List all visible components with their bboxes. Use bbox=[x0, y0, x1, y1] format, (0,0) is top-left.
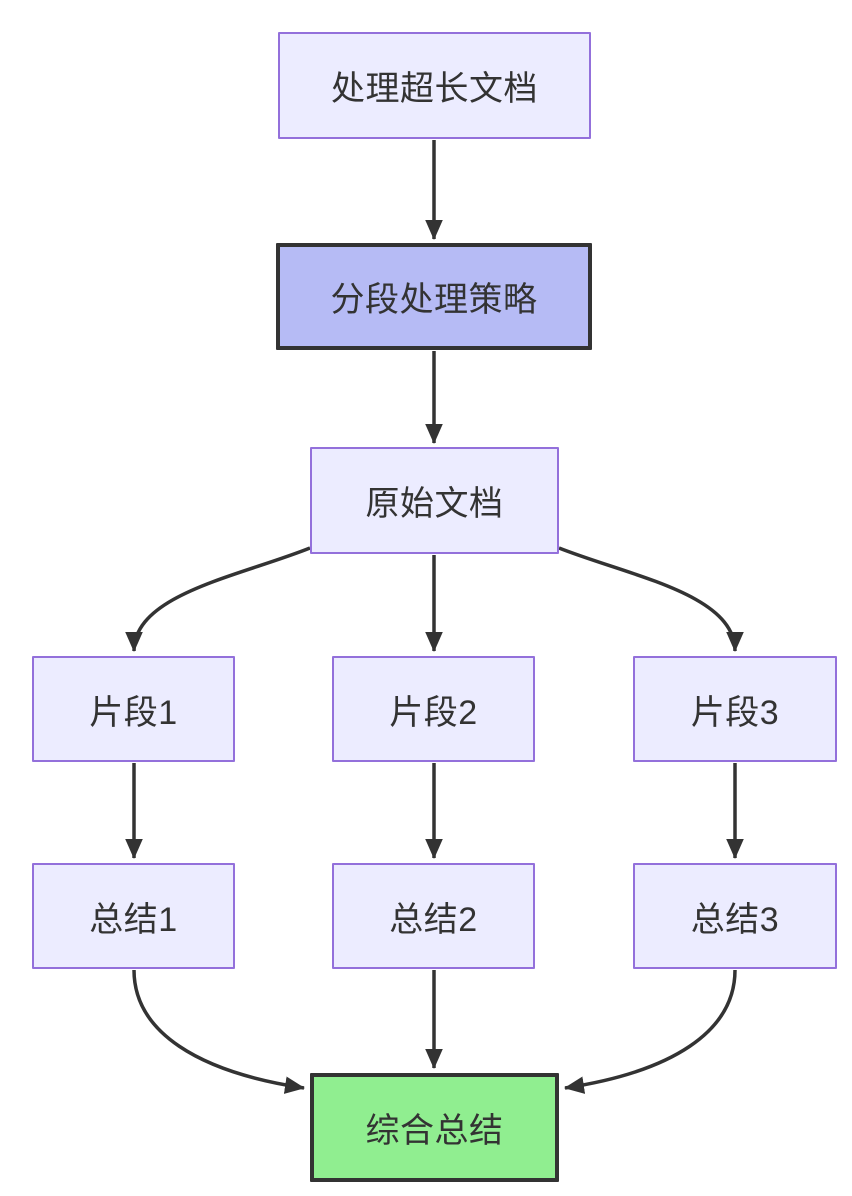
node-summary-1: 总结1 bbox=[32, 863, 235, 969]
node-final-summary: 综合总结 bbox=[310, 1073, 559, 1182]
node-final-summary-label: 综合总结 bbox=[365, 1112, 504, 1150]
edge-doc-chunk1 bbox=[125, 546, 311, 652]
node-start-label: 处理超长文档 bbox=[331, 70, 538, 108]
node-chunk-1-label: 片段1 bbox=[89, 693, 178, 732]
node-summary-3: 总结3 bbox=[633, 863, 837, 969]
node-summary-2: 总结2 bbox=[332, 863, 535, 969]
edge-summary3-final bbox=[564, 969, 737, 1094]
node-summary-3-label: 总结3 bbox=[690, 900, 780, 939]
node-chunk-1: 片段1 bbox=[32, 656, 235, 762]
node-start: 处理超长文档 bbox=[278, 32, 591, 139]
node-chunk-3: 片段3 bbox=[633, 656, 837, 762]
node-summary-2-label: 总结2 bbox=[389, 900, 478, 939]
edge-doc-chunk3 bbox=[558, 546, 744, 652]
node-chunk-2: 片段2 bbox=[332, 656, 535, 762]
edge-summary1-final bbox=[132, 969, 305, 1094]
node-strategy: 分段处理策略 bbox=[276, 243, 592, 350]
node-original-document: 原始文档 bbox=[310, 447, 559, 554]
node-summary-1-label: 总结1 bbox=[89, 900, 178, 939]
node-strategy-label: 分段处理策略 bbox=[330, 281, 538, 319]
node-original-document-label: 原始文档 bbox=[365, 485, 504, 523]
node-chunk-3-label: 片段3 bbox=[690, 693, 780, 732]
node-chunk-2-label: 片段2 bbox=[389, 693, 478, 732]
